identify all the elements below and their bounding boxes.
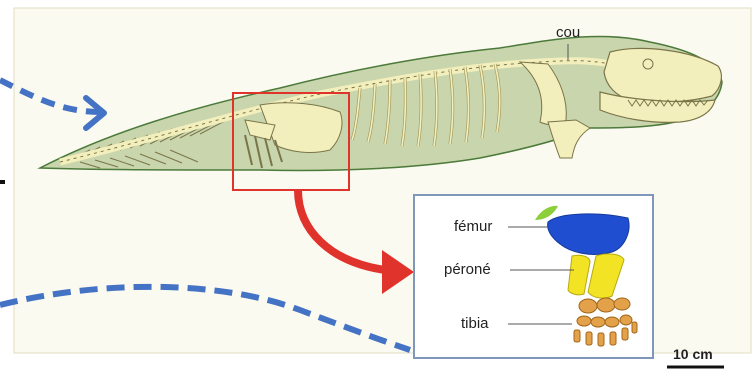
left-edge-mark (0, 180, 5, 184)
label-fibula: péroné (444, 261, 491, 278)
label-neck: cou (556, 24, 580, 41)
scale-bar-label: 10 cm (673, 346, 713, 362)
label-tibia: tibia (461, 315, 489, 332)
label-femur: fémur (454, 218, 492, 235)
